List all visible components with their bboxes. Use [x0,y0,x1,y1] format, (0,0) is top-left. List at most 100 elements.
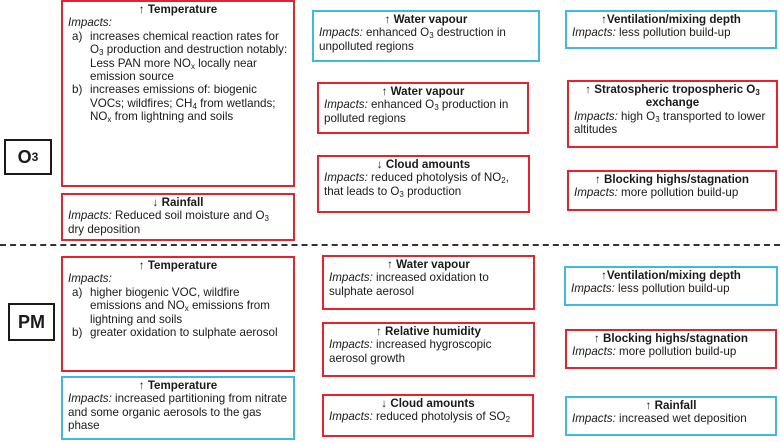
impacts-label: Impacts: [329,338,373,352]
subscript: 3 [264,214,269,224]
pm-label-text: PM [18,311,45,332]
text-part: increases emissions of: biogenic VOCs; w… [90,83,257,110]
list-marker: a) [72,285,83,299]
pm-ventilation-text: less pollution build-up [614,282,730,296]
o3-cloud-amounts-text2: , that leads to O [324,171,509,198]
pm-rainfall-box: ↑ Rainfall Impacts: increased wet deposi… [565,396,777,436]
o3-strat-trop-box: ↑ Stratospheric tropospheric O3 exchange… [567,80,778,148]
subscript: 2 [505,415,511,425]
subscript: 4 [192,101,197,111]
text-part: production and destruction notably: Less… [90,43,288,70]
o3-water-vapour-1-box: ↑ Water vapour Impacts: enhanced O3 dest… [312,10,540,62]
o3-ventilation-text: less pollution build-up [615,26,731,40]
pm-label: PM [8,303,55,341]
impacts-label: Impacts: [319,26,363,40]
o3-blocking-title: ↑ Blocking highs/stagnation [595,173,749,186]
subscript: 3 [655,114,660,124]
subscript: 3 [399,189,404,199]
o3-water-vapour-1-title: ↑ Water vapour [384,13,468,26]
subscript: x [184,304,189,314]
pm-water-vapour-text: increased oxidation to sulphate aerosol [329,271,489,298]
o3-strat-trop-title: ↑ Stratospheric tropospheric O3 [574,83,771,97]
text-part: increases chemical reaction rates for O [90,29,279,57]
pm-temperature-1-box: ↑ Temperature Impacts: a) higher biogeni… [61,256,295,372]
pm-blocking-text: more pollution build-up [615,345,737,359]
pm-relative-humidity-title: ↑ Relative humidity [375,325,481,338]
o3-water-vapour-2-text2: production in polluted regions [324,98,509,125]
o3-rainfall-box: ↓ Rainfall Impacts: Reduced soil moistur… [61,193,295,241]
pm-ventilation-title: ↑Ventilation/mixing depth [601,269,741,282]
o3-rainfall-title: ↓ Rainfall [152,196,204,209]
o3-cloud-amounts-text: reduced photolysis of NO [367,171,502,185]
o3-temperature-box: ↑ Temperature Impacts: a) increases chem… [61,0,295,187]
o3-water-vapour-2-title: ↑ Water vapour [381,85,465,98]
impacts-label: Impacts: [574,109,618,123]
impacts-label: Impacts: [68,16,112,30]
impacts-label: Impacts: [572,412,616,426]
o3-strat-trop-text2: transported to lower altitudes [574,109,766,137]
impacts-label: Impacts: [572,345,616,359]
o3-rainfall-text2: dry deposition [68,222,141,236]
impacts-label: Impacts: [571,282,615,296]
o3-strat-trop-text: high O [617,109,656,123]
pm-cloud-amounts-box: ↓ Cloud amounts Impacts: reduced photoly… [322,394,534,437]
o3-temperature-title: ↑ Temperature [138,3,218,16]
o3-blocking-text: more pollution build-up [617,186,739,200]
impacts-label: Impacts: [324,171,368,185]
subscript: 3 [99,48,104,58]
pm-temperature-2-title: ↑ Temperature [138,379,218,392]
text-part: locally near emission source [90,56,257,84]
pm-cloud-amounts-text: reduced photolysis of SO [372,410,506,424]
impacts-label: Impacts: [68,272,112,286]
subscript: 3 [755,88,760,97]
list-marker: b) [72,83,83,97]
pm-relative-humidity-box: ↑ Relative humidity Impacts: increased h… [322,322,535,377]
list-item: a) higher biogenic VOC, wildfire emissio… [68,286,288,326]
subscript: 2 [501,176,506,186]
o3-cloud-amounts-text3: production [403,184,462,198]
text-part: greater oxidation to sulphate aerosol [90,326,278,340]
o3-cloud-amounts-box: ↓ Cloud amounts Impacts: reduced photoly… [317,155,530,213]
o3-label-text: O [17,146,32,167]
impacts-label: Impacts: [68,209,112,223]
impacts-label: Impacts: [324,98,368,112]
pm-temperature-2-box: ↑ Temperature Impacts: increased partiti… [61,376,295,440]
text-part: higher biogenic VOC, wildfire emissions … [90,285,240,313]
o3-cloud-amounts-title: ↓ Cloud amounts [376,158,471,171]
o3-rainfall-text: Reduced soil moisture and O [111,209,265,223]
pm-temperature-list: a) higher biogenic VOC, wildfire emissio… [68,286,288,340]
o3-water-vapour-1-text: enhanced O [362,26,430,40]
pm-rainfall-title: ↑ Rainfall [645,399,697,412]
impacts-label: Impacts: [329,271,373,285]
subscript: x [190,61,195,71]
list-item: b) greater oxidation to sulphate aerosol [68,326,288,339]
pm-blocking-title: ↑ Blocking highs/stagnation [594,332,748,345]
o3-strat-trop-title-text: ↑ Stratospheric tropospheric O [585,83,756,96]
o3-temperature-list: a) increases chemical reaction rates for… [68,30,288,124]
o3-ventilation-title: ↑Ventilation/mixing depth [601,13,741,26]
pm-water-vapour-title: ↑ Water vapour [387,258,470,271]
subscript: 3 [429,31,434,41]
pm-cloud-amounts-title: ↓ Cloud amounts [381,397,475,410]
list-marker: b) [72,326,83,340]
pm-water-vapour-box: ↑ Water vapour Impacts: increased oxidat… [322,255,535,310]
impacts-label: Impacts: [68,392,112,406]
pm-temperature-2-text: increased partitioning from nitrate and … [68,392,288,433]
text-part: from wetlands; NO [90,96,276,124]
list-item: a) increases chemical reaction rates for… [68,30,288,84]
o3-blocking-box: ↑ Blocking highs/stagnation Impacts: mor… [567,170,777,211]
pm-rainfall-text: increased wet deposition [615,412,747,426]
o3-water-vapour-2-box: ↑ Water vapour Impacts: enhanced O3 prod… [317,82,529,134]
list-item: b) increases emissions of: biogenic VOCs… [68,83,288,123]
text-part: emissions from lightning and soils [90,299,270,326]
impacts-label: Impacts: [574,186,618,200]
list-marker: a) [72,29,83,43]
o3-water-vapour-2-text: enhanced O [367,98,435,112]
pm-blocking-box: ↑ Blocking highs/stagnation Impacts: mor… [565,329,777,369]
impacts-label: Impacts: [572,26,616,40]
pm-temperature-1-title: ↑ Temperature [138,259,218,272]
pm-ventilation-box: ↑Ventilation/mixing depth Impacts: less … [564,266,778,306]
impacts-label: Impacts: [329,410,373,424]
o3-ventilation-box: ↑Ventilation/mixing depth Impacts: less … [565,10,777,49]
